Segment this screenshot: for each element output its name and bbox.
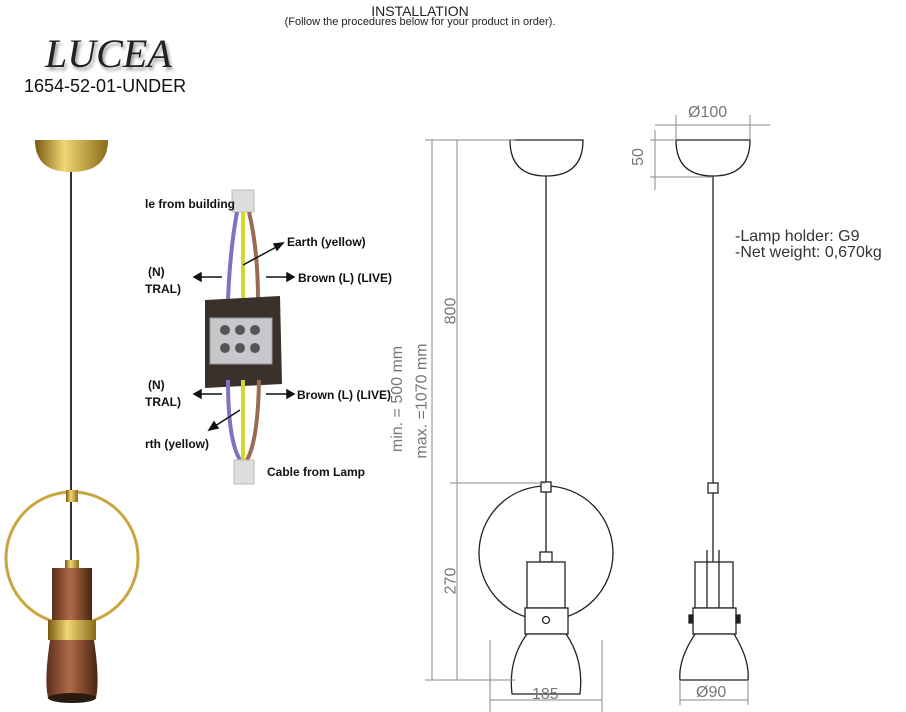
lamp-render: [4, 140, 140, 703]
dim-min: min. = 500 mm: [389, 345, 407, 453]
front-view-drawing: [425, 139, 614, 712]
dim-width: 185: [532, 686, 559, 703]
dim-shade-diameter: Ø90: [696, 684, 727, 701]
label-cable-building: le from building: [145, 197, 235, 211]
dim-body: 270: [442, 567, 460, 595]
spec-net-weight: -Net weight: 0,670kg: [735, 244, 882, 261]
label-neutral-bottom-2: TRAL): [145, 395, 181, 409]
label-neutral-bottom: (N): [148, 378, 165, 392]
dim-canopy-diameter: Ø100: [688, 104, 728, 121]
wiring-diagram: [192, 189, 296, 485]
label-earth-top: Earth (yellow): [287, 235, 366, 249]
spec-lamp-holder: -Lamp holder: G9: [735, 228, 860, 245]
side-view-drawing: [650, 115, 770, 705]
label-live-bottom: Brown (L) (LIVE): [297, 388, 391, 402]
label-cable-lamp: Cable from Lamp: [267, 465, 366, 479]
label-live-top: Brown (L) (LIVE): [298, 271, 392, 285]
dim-canopy-height: 50: [629, 148, 647, 166]
installation-title: INSTALLATION: [371, 3, 469, 19]
brand-logo: LUCEA: [45, 31, 172, 76]
label-neutral-top: (N): [148, 265, 165, 279]
installation-subtitle: (Follow the procedures below for your pr…: [284, 16, 556, 28]
label-neutral-top-2: TRAL): [145, 282, 181, 296]
dim-cord: 800: [442, 297, 460, 325]
dim-max: max. =1070 mm: [413, 343, 431, 459]
product-code: 1654-52-01-UNDER: [24, 76, 187, 96]
label-earth-bottom: rth (yellow): [145, 437, 210, 451]
